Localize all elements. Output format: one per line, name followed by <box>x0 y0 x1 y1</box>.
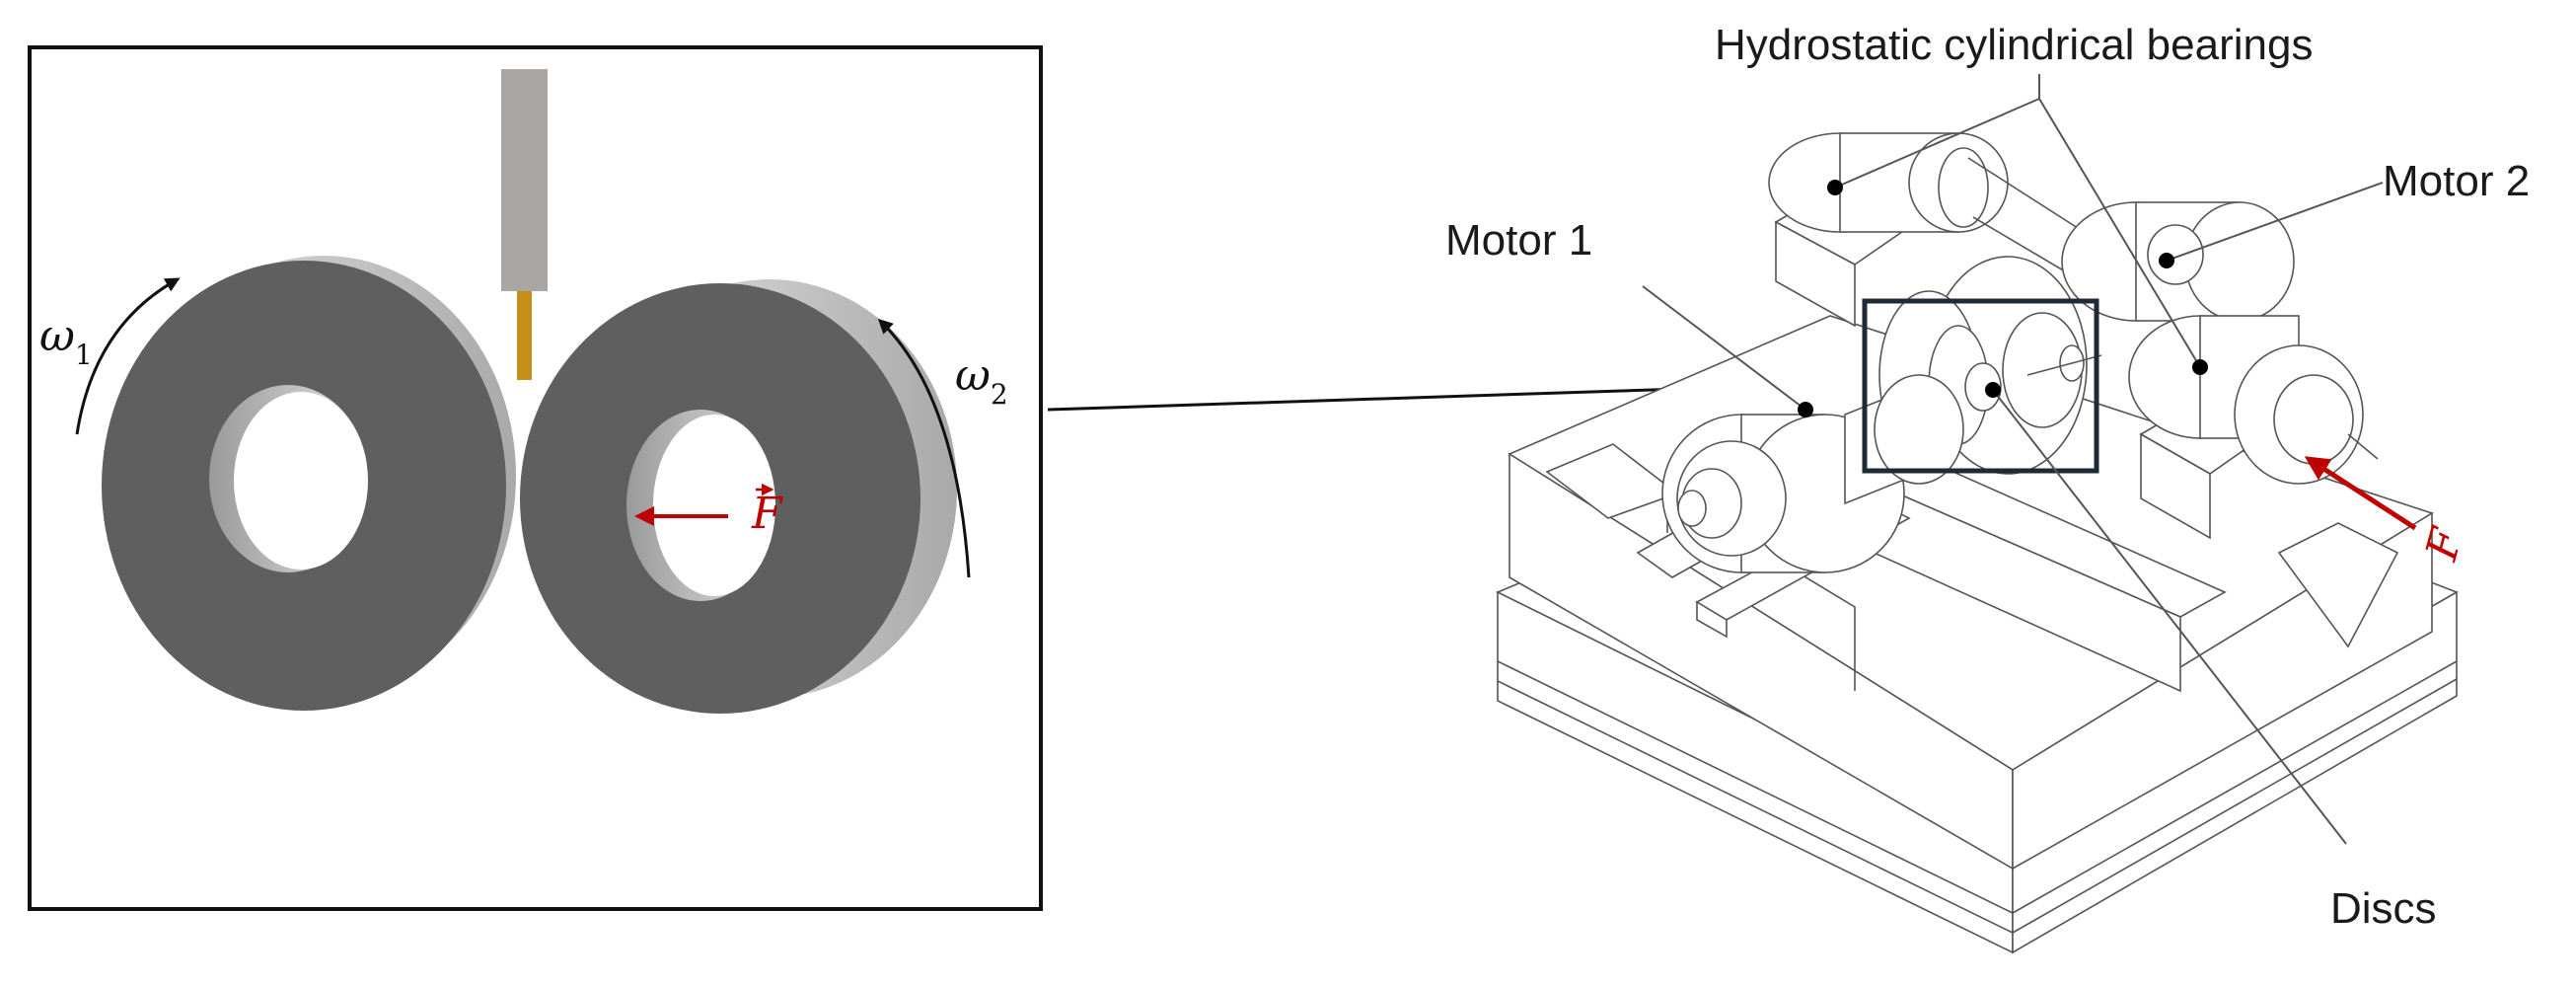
omega-2-label: ω2 <box>955 350 1008 411</box>
label-motor-1: Motor 1 <box>1445 216 1592 265</box>
probe-body <box>501 69 548 291</box>
label-motor-2: Motor 2 <box>2383 157 2530 205</box>
dot-discs <box>1985 382 2001 398</box>
leader-bearings-left <box>1834 98 2040 189</box>
dot-bearing-front <box>2192 359 2208 375</box>
front-right-bearing <box>2128 315 2379 540</box>
probe-tip <box>517 291 532 380</box>
omega-1-label: ω1 <box>39 311 93 371</box>
leader-bearings-right <box>2038 98 2201 368</box>
leader-discs <box>1992 389 2347 845</box>
main-block <box>1508 315 2434 871</box>
dot-bearing-rear <box>1827 180 1843 195</box>
left-panel: ω1 ω2 F <box>28 45 1043 911</box>
leader-motor1 <box>1642 285 1806 411</box>
disc-1 <box>102 256 516 711</box>
dot-motor2 <box>2159 253 2174 268</box>
dot-motor1 <box>1798 402 1813 418</box>
omega-1-arrow <box>75 277 181 435</box>
omega-2-arrow <box>877 318 971 578</box>
force-label-left: F <box>751 489 783 539</box>
label-hydrostatic-bearings: Hydrostatic cylindrical bearings <box>1715 21 2313 69</box>
label-discs: Discs <box>2330 884 2437 933</box>
test-rig-drawing: F Hydrostatic cylindrical bearings Motor… <box>1445 21 2530 954</box>
zoom-box <box>1862 298 2099 474</box>
leader-motor2 <box>2166 182 2384 262</box>
force-arrow-right <box>2304 456 2417 531</box>
